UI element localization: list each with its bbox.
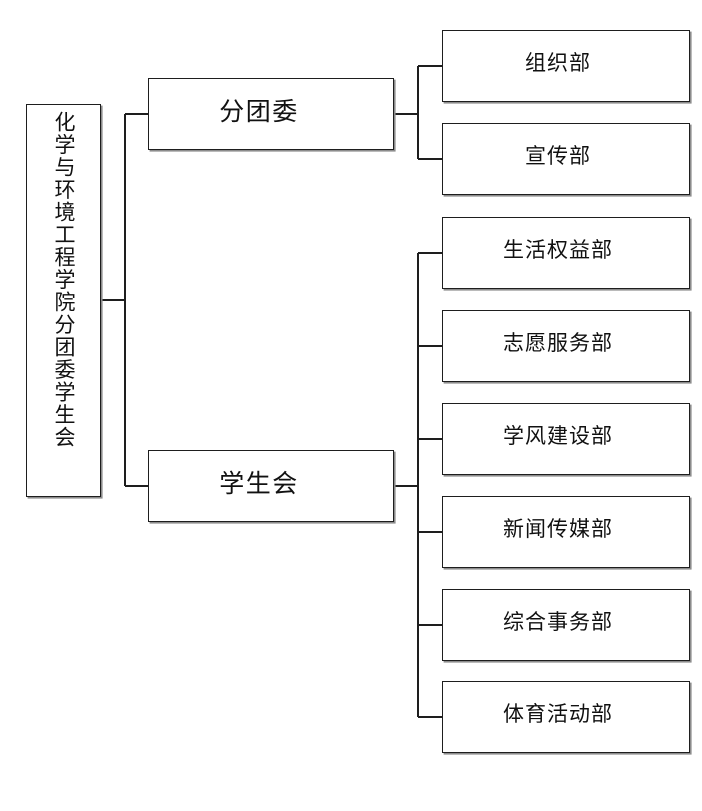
- node-dept-general-affairs-label: 综合事务部: [503, 610, 613, 634]
- node-dept-welfare[interactable]: 生活权益部: [442, 217, 690, 289]
- node-dept-publicity-label: 宣传部: [525, 144, 591, 168]
- node-dept-general-affairs[interactable]: 综合事务部: [442, 589, 690, 661]
- node-dept-academic-style[interactable]: 学风建设部: [442, 403, 690, 475]
- node-branch-league[interactable]: 分团委: [148, 78, 394, 150]
- node-dept-publicity[interactable]: 宣传部: [442, 123, 690, 195]
- node-dept-welfare-label: 生活权益部: [503, 238, 613, 262]
- node-dept-news-media-label: 新闻传媒部: [503, 517, 613, 541]
- node-root[interactable]: 化学与环境工程学院分团委学生会: [26, 104, 101, 497]
- node-root-label: 化学与环境工程学院分团委学生会: [52, 111, 75, 449]
- node-dept-sports[interactable]: 体育活动部: [442, 681, 690, 753]
- node-dept-organization-label: 组织部: [525, 51, 591, 75]
- node-dept-organization[interactable]: 组织部: [442, 30, 690, 102]
- node-branch-union-label: 学生会: [219, 469, 299, 498]
- node-dept-volunteer-label: 志愿服务部: [503, 331, 613, 355]
- node-dept-academic-style-label: 学风建设部: [503, 424, 613, 448]
- node-dept-volunteer[interactable]: 志愿服务部: [442, 310, 690, 382]
- node-dept-news-media[interactable]: 新闻传媒部: [442, 496, 690, 568]
- node-dept-sports-label: 体育活动部: [503, 702, 613, 726]
- node-branch-league-label: 分团委: [219, 97, 299, 126]
- node-branch-union[interactable]: 学生会: [148, 450, 394, 522]
